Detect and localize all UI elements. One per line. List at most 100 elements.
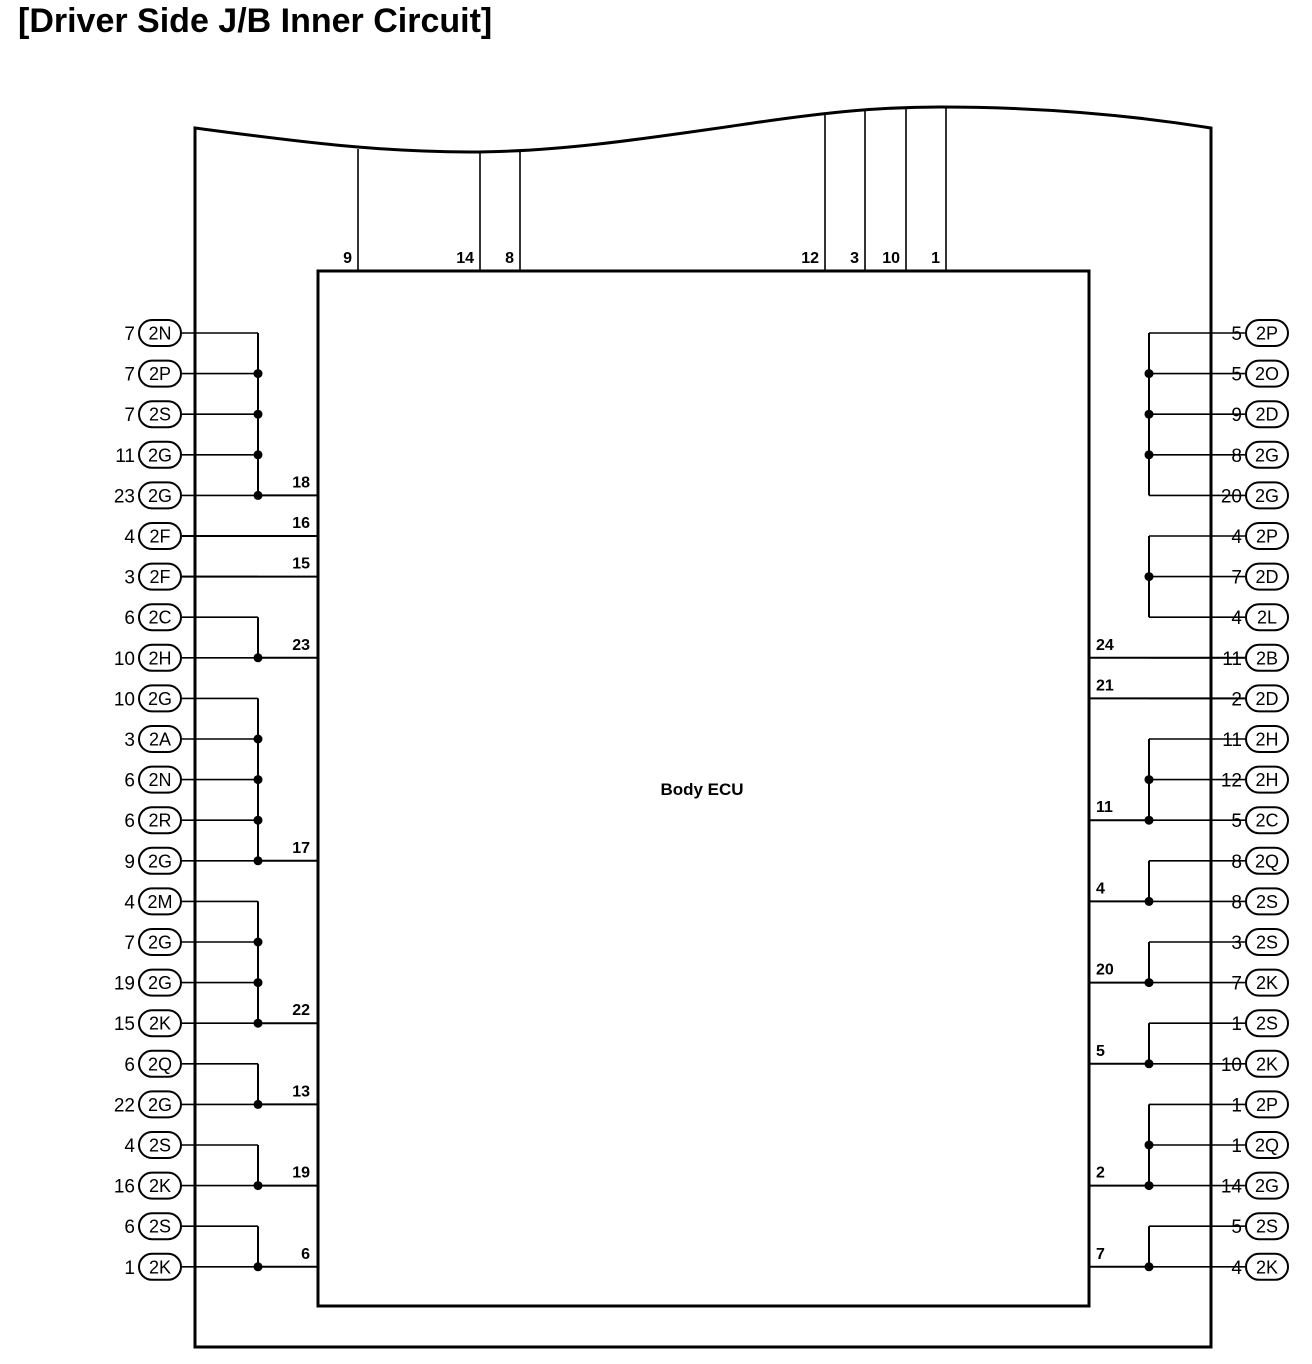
connector-pin-number: 4 bbox=[124, 527, 135, 548]
connector-badge bbox=[138, 319, 182, 347]
connector-badge bbox=[138, 765, 182, 794]
connector-pin-number: 6 bbox=[124, 1055, 135, 1076]
body-ecu-box bbox=[316, 269, 1091, 1308]
connector-badge-label: 2F bbox=[149, 567, 170, 587]
junction-dot bbox=[253, 978, 263, 988]
connector-pin-number: 11 bbox=[1222, 649, 1242, 670]
junction-dot bbox=[253, 734, 263, 744]
connector-badge-label: 2G bbox=[148, 933, 172, 953]
right-ecu-pin-label: 2 bbox=[1096, 1165, 1105, 1182]
connector-badge bbox=[1245, 481, 1289, 510]
connector-pin-number: 8 bbox=[1231, 852, 1242, 873]
junction-dot bbox=[1144, 775, 1154, 785]
connector-pin-number: 1 bbox=[124, 1258, 135, 1279]
connector-badge-label: 2B bbox=[1256, 648, 1278, 668]
connector-badge-label: 2L bbox=[1257, 608, 1277, 628]
connector-pin-number: 10 bbox=[114, 689, 135, 710]
connector-badge bbox=[1245, 928, 1289, 956]
junction-dot bbox=[253, 775, 263, 785]
connector-badge-label: 2K bbox=[1256, 1257, 1278, 1277]
connector-pin-number: 4 bbox=[124, 892, 135, 913]
connector-badge-label: 2Q bbox=[1255, 1136, 1279, 1156]
body-ecu-label: Body ECU bbox=[660, 780, 743, 799]
connector-pin-number: 6 bbox=[124, 811, 135, 832]
right-ecu-pin-label: 7 bbox=[1096, 1246, 1105, 1263]
connector-badge bbox=[138, 806, 182, 835]
connector-pin-number: 16 bbox=[114, 1177, 135, 1198]
connector-badge bbox=[138, 400, 182, 429]
connector-badge-label: 2F bbox=[149, 527, 170, 547]
connector-badge-label: 2G bbox=[148, 851, 172, 871]
connector-pin-number: 10 bbox=[114, 649, 135, 670]
junction-dot bbox=[1144, 450, 1154, 460]
connector-badge bbox=[1245, 1212, 1289, 1241]
connector-badge bbox=[138, 1049, 182, 1078]
connector-pin-number: 5 bbox=[1231, 365, 1242, 386]
top-pin-label: 3 bbox=[850, 250, 859, 267]
left-ecu-pin-label: 22 bbox=[292, 1002, 310, 1019]
top-pin-label: 9 bbox=[343, 250, 352, 267]
right-ecu-pin-label: 4 bbox=[1096, 880, 1105, 897]
connector-badge-label: 2N bbox=[148, 324, 171, 344]
connector-badge bbox=[1245, 440, 1289, 469]
junction-dot bbox=[253, 815, 263, 825]
connector-badge bbox=[1245, 1009, 1289, 1038]
connector-badge bbox=[138, 1131, 182, 1159]
connector-badge bbox=[138, 643, 182, 672]
connector-pin-number: 12 bbox=[1221, 771, 1242, 792]
connector-pin-number: 23 bbox=[114, 486, 135, 507]
connector-pin-number: 7 bbox=[1231, 974, 1242, 995]
connector-badge-label: 2G bbox=[148, 1095, 172, 1115]
connector-badge bbox=[138, 725, 182, 753]
connector-pin-number: 5 bbox=[1231, 1217, 1242, 1238]
connector-pin-number: 11 bbox=[115, 446, 135, 467]
connector-pin-number: 11 bbox=[1222, 730, 1242, 751]
right-ecu-pin-label: 24 bbox=[1096, 637, 1114, 654]
junction-dot bbox=[253, 937, 263, 947]
left-ecu-pin-label: 6 bbox=[301, 1246, 310, 1263]
connector-pin-number: 4 bbox=[1231, 608, 1242, 629]
connector-badge bbox=[1245, 806, 1289, 835]
left-ecu-pin-label: 13 bbox=[292, 1083, 310, 1100]
right-ecu-pin-label: 20 bbox=[1096, 962, 1114, 979]
connector-pin-number: 3 bbox=[124, 568, 135, 589]
top-pin-label: 14 bbox=[456, 250, 474, 267]
connector-badge-label: 2S bbox=[1256, 1217, 1278, 1237]
junction-dot bbox=[1144, 409, 1154, 419]
connector-badge-label: 2D bbox=[1255, 405, 1278, 425]
connector-badge-label: 2H bbox=[1255, 730, 1278, 750]
connector-badge bbox=[1245, 1090, 1289, 1119]
connector-badge bbox=[1245, 1131, 1289, 1159]
connector-badge bbox=[138, 684, 182, 713]
connector-pin-number: 9 bbox=[124, 852, 135, 873]
connector-badge bbox=[1245, 1171, 1289, 1200]
connector-badge bbox=[138, 1090, 182, 1119]
right-ecu-pin-label: 5 bbox=[1096, 1043, 1105, 1060]
connector-badge bbox=[1245, 765, 1289, 794]
connector-pin-number: 7 bbox=[124, 405, 135, 426]
connector-badge-label: 2K bbox=[1256, 1054, 1278, 1074]
junction-dot bbox=[1144, 369, 1154, 379]
connector-badge bbox=[138, 1212, 182, 1241]
connector-badge bbox=[1245, 400, 1289, 429]
connector-badge-label: 2A bbox=[149, 730, 171, 750]
connector-badge-label: 2G bbox=[148, 973, 172, 993]
left-ecu-pin-label: 16 bbox=[292, 515, 310, 532]
connector-badge bbox=[138, 846, 182, 875]
connector-badge bbox=[138, 887, 182, 916]
connector-badge-label: 2K bbox=[149, 1014, 171, 1034]
connector-badge-label: 2P bbox=[1256, 1095, 1278, 1115]
connector-pin-number: 7 bbox=[124, 324, 135, 345]
connector-pin-number: 5 bbox=[1231, 324, 1242, 345]
connector-pin-number: 1 bbox=[1231, 1095, 1242, 1116]
connector-badge bbox=[138, 1171, 182, 1200]
connector-badge-label: 2S bbox=[149, 405, 171, 425]
top-pin-label: 12 bbox=[801, 250, 819, 267]
connector-badge bbox=[1245, 522, 1289, 550]
connector-badge-label: 2S bbox=[149, 1217, 171, 1237]
connector-pin-number: 9 bbox=[1231, 405, 1242, 426]
connector-pin-number: 14 bbox=[1221, 1177, 1243, 1198]
connector-badge-label: 2R bbox=[148, 811, 171, 831]
connector-badge bbox=[138, 359, 182, 388]
